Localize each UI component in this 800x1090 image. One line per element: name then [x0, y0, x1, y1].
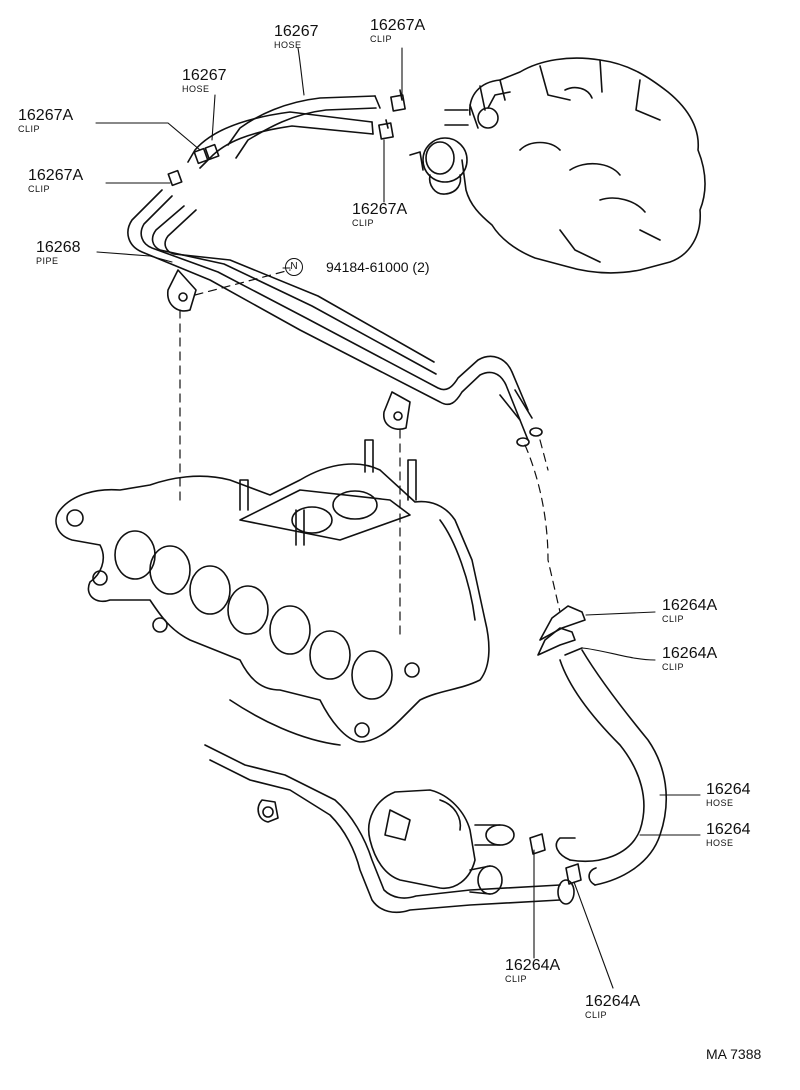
intake-manifold — [55, 439, 490, 746]
label-hose-16264-r1: 16264 HOSE — [706, 782, 751, 808]
dashed-guides — [179, 269, 561, 641]
engine-block — [409, 57, 706, 274]
part-description: CLIP — [585, 1010, 608, 1020]
diagram-code: MA 7388 — [706, 1046, 762, 1062]
label-clip-16264a-b1: 16264A CLIP — [505, 958, 560, 984]
part-description: CLIP — [370, 34, 393, 44]
part-description: CLIP — [662, 662, 685, 672]
part-number: 16267 — [274, 23, 319, 40]
part-description: CLIP — [18, 124, 41, 134]
part-description: HOSE — [706, 798, 734, 808]
new-part-badge: N — [285, 258, 303, 276]
part-number: 16264A — [505, 957, 561, 974]
label-hose-16267-mid: 16267 HOSE — [182, 68, 227, 94]
right-hoses — [537, 605, 668, 886]
label-clip-16267a-top: 16267A CLIP — [370, 18, 425, 44]
part-number: 16267A — [352, 201, 408, 218]
water-outlet — [204, 744, 582, 914]
part-description: HOSE — [182, 84, 210, 94]
upper-hoses — [167, 89, 406, 187]
part-number: 16264 — [706, 781, 751, 798]
bolt-part-number: 94184-61000 (2) — [326, 259, 430, 275]
label-hose-16267-top: 16267 HOSE — [274, 24, 319, 50]
label-hose-16264-r2: 16264 HOSE — [706, 822, 751, 848]
part-description: PIPE — [36, 256, 59, 266]
label-clip-16267a-left-1: 16267A CLIP — [18, 108, 73, 134]
label-clip-16264a-b2: 16264A CLIP — [585, 994, 640, 1020]
part-description: HOSE — [706, 838, 734, 848]
part-description: CLIP — [505, 974, 528, 984]
part-description: CLIP — [662, 614, 685, 624]
part-number: 16268 — [36, 239, 81, 256]
part-number: 16267A — [28, 167, 84, 184]
part-number: 16267 — [182, 67, 227, 84]
pipe-assembly — [127, 189, 543, 447]
label-clip-16267a-left-2: 16267A CLIP — [28, 168, 83, 194]
label-clip-16264a-r2: 16264A CLIP — [662, 646, 717, 672]
label-clip-16264a-r1: 16264A CLIP — [662, 598, 717, 624]
part-number: 16264A — [662, 597, 718, 614]
leader-lines — [95, 47, 701, 989]
part-number: 16264A — [585, 993, 641, 1010]
label-pipe-16268: 16268 PIPE — [36, 240, 81, 266]
part-description: HOSE — [274, 40, 302, 50]
label-clip-16267a-right: 16267A CLIP — [352, 202, 407, 228]
part-number: 16267A — [18, 107, 74, 124]
part-description: CLIP — [352, 218, 375, 228]
part-number: 16264A — [662, 645, 718, 662]
part-number: 16264 — [706, 821, 751, 838]
part-number: 16267A — [370, 17, 426, 34]
part-description: CLIP — [28, 184, 51, 194]
